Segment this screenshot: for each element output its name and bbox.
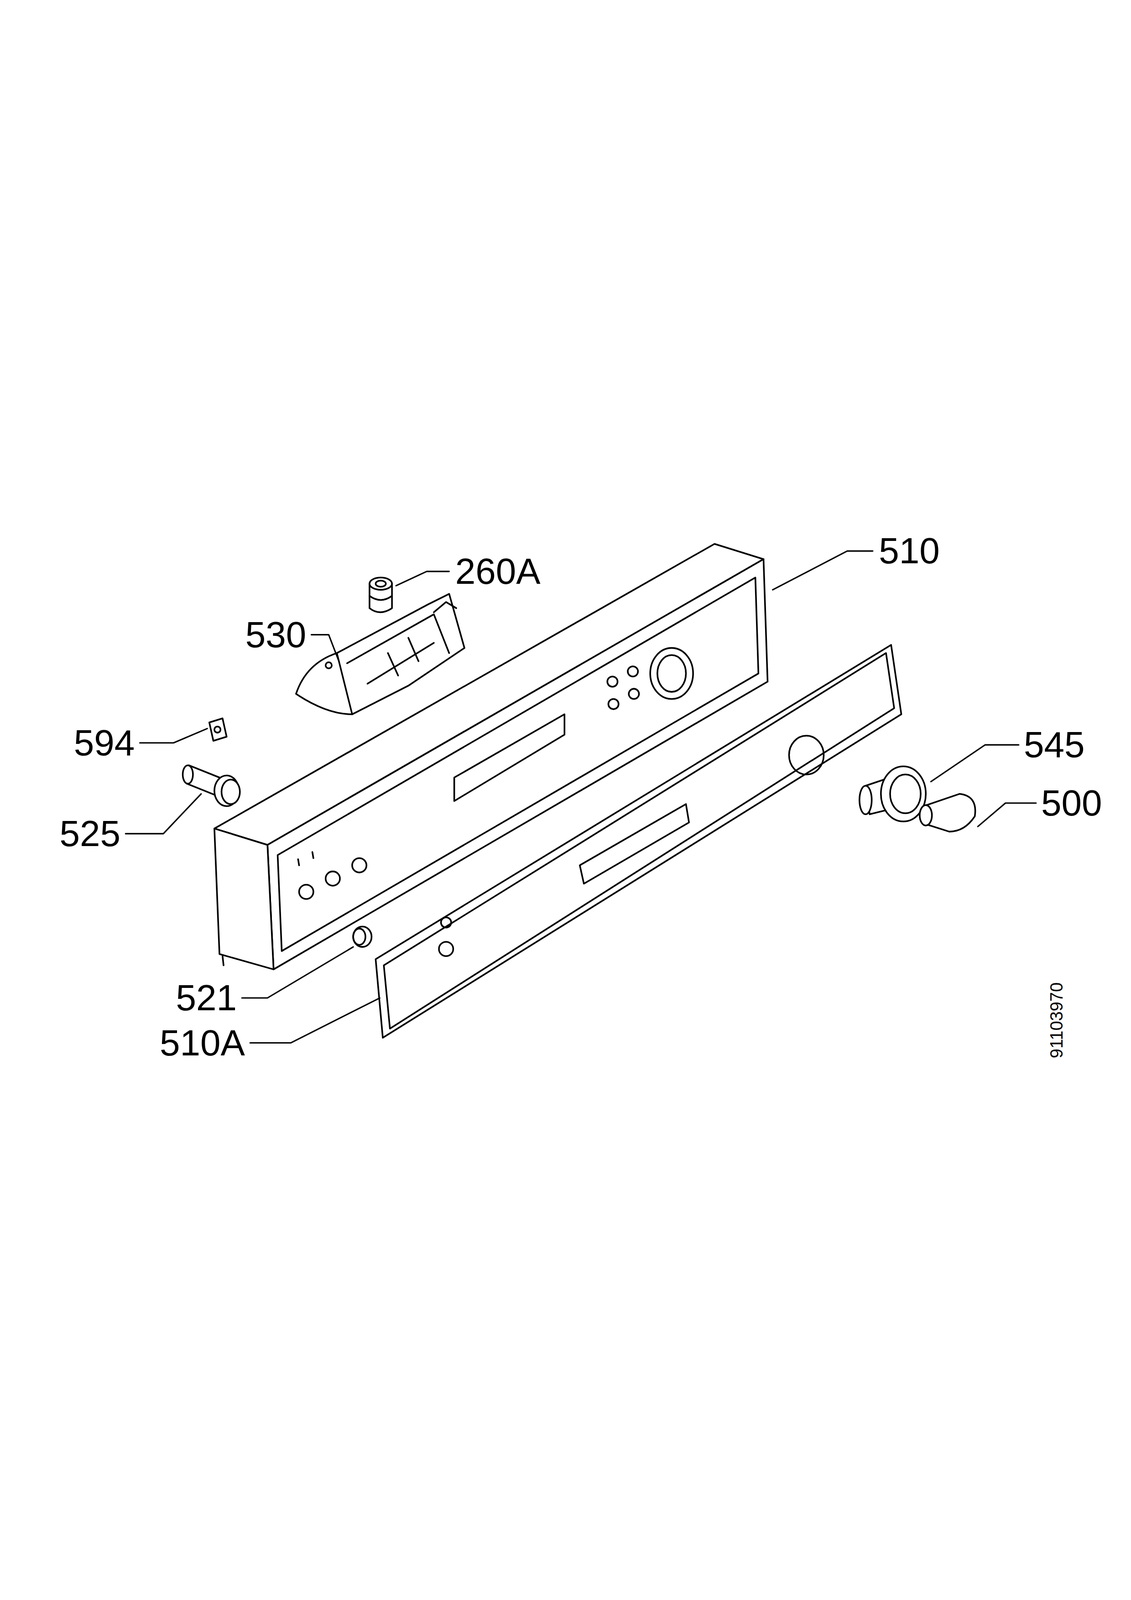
knob-base	[859, 766, 926, 822]
leader-lines	[125, 551, 1037, 1043]
callout-number: 510A	[159, 1025, 245, 1062]
callout-number: 521	[176, 979, 237, 1017]
callout-number: 525	[59, 815, 121, 853]
front-panel	[375, 645, 902, 1038]
callout-number: 510	[878, 532, 940, 570]
callout-number: 530	[245, 616, 307, 654]
drawing-number: 91103970	[1047, 982, 1066, 1059]
callout-number: 545	[1023, 726, 1085, 764]
knob	[919, 794, 976, 833]
button-cap	[353, 926, 372, 948]
grommet	[369, 577, 392, 613]
clip	[209, 718, 227, 741]
callout-number: 260A	[455, 553, 541, 590]
callout-number: 500	[1041, 785, 1102, 822]
push-rod	[182, 765, 240, 807]
callout-number: 594	[73, 724, 135, 762]
